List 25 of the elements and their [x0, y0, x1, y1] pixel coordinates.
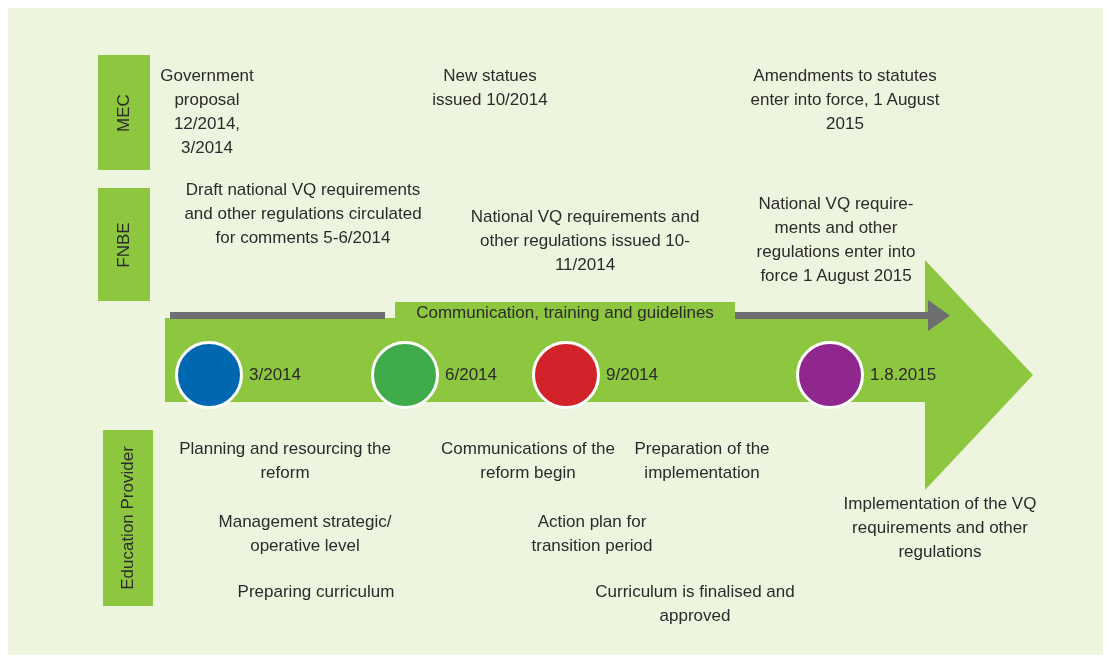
timeline-note: Action plan for transition period	[530, 511, 654, 557]
timeline-note: Implementation of the VQ requirements and other regulations	[842, 493, 1038, 563]
timeline-note: National VQ requirements and other regulations issued 10-11/2014	[469, 206, 701, 276]
lane-label: Education Provider	[118, 446, 138, 590]
timeline-note: Communications of the reform begin	[440, 438, 616, 484]
date-label: 3/2014	[249, 364, 301, 386]
timeline-note: Management strategic/ operative level	[217, 511, 393, 557]
lane-band	[103, 430, 153, 606]
timeline-note: Preparing curriculum	[236, 581, 396, 603]
lane-label: FNBE	[114, 221, 134, 268]
date-label: 6/2014	[445, 364, 497, 386]
timeline-note: Draft national VQ requirements and other regulations circulated for comments 5-6/2014	[183, 179, 423, 249]
timeline-note: National VQ require- ments and other regulations enter into force 1 August 2015	[755, 193, 917, 287]
timeline-note: Government proposal 12/2014, 3/2014	[159, 65, 255, 159]
timeline-note: Preparation of the implementation	[633, 438, 771, 484]
timeline-note: Curriculum is finalised and approved	[595, 581, 795, 627]
arrow-label: Communication, training and guidelines	[395, 302, 735, 324]
timeline-note: Amendments to statutes enter into force, 1 August 2015	[749, 65, 941, 135]
lane-band	[98, 188, 150, 301]
timeline-note: Planning and resourcing the reform	[178, 438, 392, 484]
timeline-note: New statues issued 10/2014	[431, 65, 549, 111]
date-label: 9/2014	[606, 364, 658, 386]
lane-label: MEC	[114, 93, 134, 132]
lane-band	[98, 55, 150, 170]
date-label: 1.8.2015	[870, 364, 937, 386]
